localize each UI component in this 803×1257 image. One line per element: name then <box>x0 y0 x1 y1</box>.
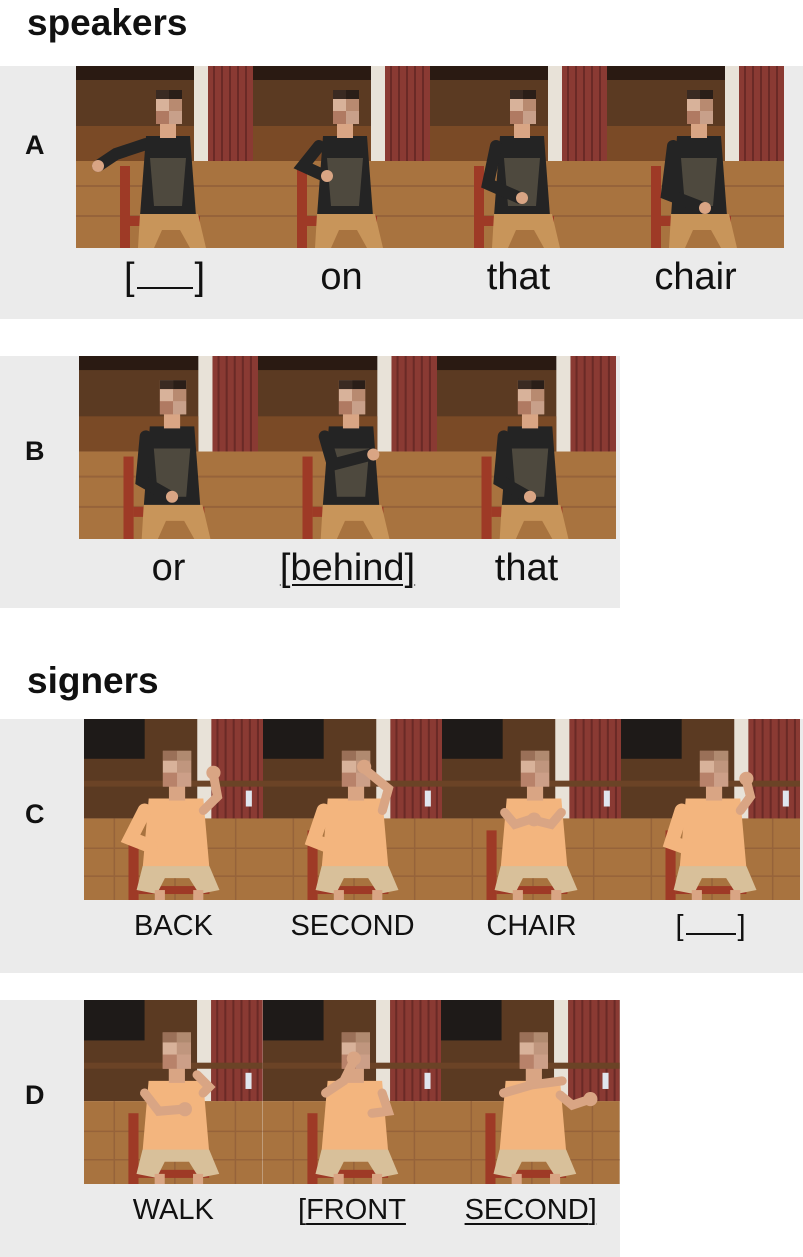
caption-text: or <box>151 547 186 589</box>
caption-text: chair <box>654 256 737 298</box>
panel-letter-a: A <box>25 130 45 160</box>
frame-row-a <box>76 66 784 248</box>
caption-text: that <box>486 256 551 298</box>
video-frame <box>621 719 800 900</box>
caption-bracket: [ <box>298 1194 307 1226</box>
caption-word: CHAIR <box>442 912 621 941</box>
heading-speakers: speakers <box>27 2 188 43</box>
caption-row-c: BACK SECOND CHAIR [] <box>84 912 800 952</box>
panel-letter-d: D <box>25 1080 45 1110</box>
caption-word: WALK <box>84 1196 263 1225</box>
caption-text: BACK <box>134 910 213 942</box>
caption-word: chair <box>607 258 784 296</box>
heading-signers: signers <box>27 660 159 701</box>
caption-text: SECOND <box>290 910 415 942</box>
caption-word: that <box>437 549 616 587</box>
panel-letter-c: C <box>25 799 45 829</box>
frame-row-c <box>84 719 800 900</box>
video-frame <box>258 356 437 539</box>
caption-text: CHAIR <box>486 910 577 942</box>
video-frame <box>263 719 442 900</box>
caption-text: WALK <box>132 1194 214 1226</box>
video-frame <box>607 66 784 248</box>
caption-word: SECOND <box>263 912 442 941</box>
video-frame <box>84 1000 263 1184</box>
caption-bracket: [ <box>675 910 684 942</box>
caption-bracket: ] <box>737 910 746 942</box>
caption-text: SECOND <box>464 1194 589 1226</box>
caption-word: [behind] <box>258 549 437 587</box>
video-frame <box>76 66 253 248</box>
caption-word: [] <box>76 258 253 296</box>
frame-row-b <box>79 356 616 539</box>
caption-row-b: or [behind] that <box>79 549 616 593</box>
video-frame <box>262 1000 442 1184</box>
caption-row-a: [] on that chair <box>76 258 784 302</box>
caption-word: BACK <box>84 912 263 941</box>
caption-word: on <box>253 258 430 296</box>
caption-text: that <box>494 547 559 589</box>
video-frame <box>84 719 263 900</box>
caption-word: or <box>79 549 258 587</box>
video-frame <box>441 1000 620 1184</box>
caption-word: SECOND] <box>441 1196 620 1225</box>
caption-blank <box>685 932 736 935</box>
caption-word: [] <box>621 912 800 941</box>
caption-text: on <box>320 256 363 298</box>
frame-row-d <box>84 1000 620 1184</box>
caption-word: that <box>430 258 607 296</box>
caption-text: [behind] <box>279 547 416 589</box>
caption-bracket: ] <box>194 256 206 298</box>
caption-text: FRONT <box>306 1194 406 1226</box>
video-frame <box>442 719 621 900</box>
video-frame <box>430 66 607 248</box>
caption-bracket: [ <box>123 256 135 298</box>
panel-letter-b: B <box>25 436 45 466</box>
caption-word: [FRONT <box>263 1196 442 1225</box>
video-frame <box>437 356 616 539</box>
caption-blank <box>136 286 193 289</box>
video-frame <box>253 66 430 248</box>
video-frame <box>79 356 258 539</box>
caption-bracket: ] <box>588 1194 597 1226</box>
